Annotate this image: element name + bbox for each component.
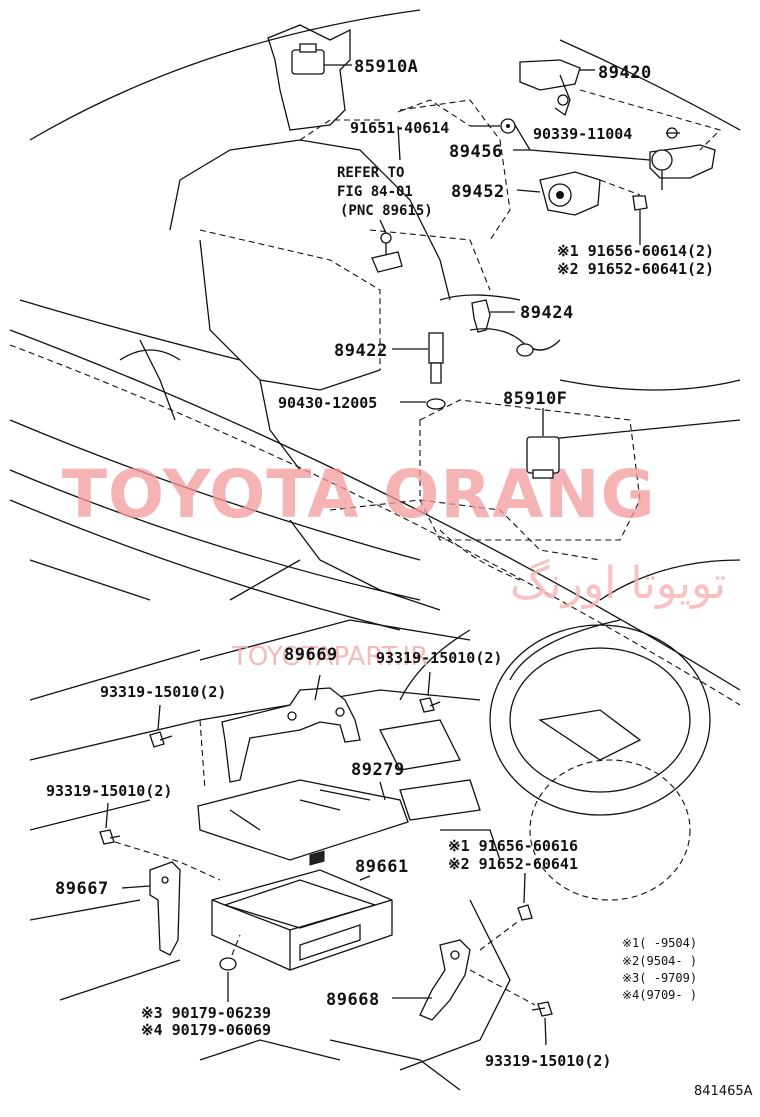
refer-note-line2: FIG 84-01	[337, 184, 413, 200]
legend-line3: ※3( -9709)	[622, 971, 697, 985]
labels: 85910A 89420 91651-40614 90339-11004 894…	[46, 57, 753, 1099]
bracket-89667-part	[149, 861, 181, 956]
washer-90430-part	[426, 398, 446, 410]
figure-id: 841465A	[694, 1084, 753, 1099]
assembly-lines	[114, 89, 722, 1006]
label-89420: 89420	[598, 63, 652, 83]
ecu-89661-part	[211, 869, 393, 971]
label-91656-60616: ※1 91656-60616	[448, 837, 578, 855]
upper-parts	[267, 24, 716, 479]
label-85910f: 85910F	[503, 389, 567, 409]
refer-note-line3: (PNC 89615)	[340, 203, 433, 219]
watermark-brand: TOYOTA ORANG	[62, 456, 656, 533]
relay-85910f-part	[526, 436, 560, 474]
bracket-89669-part	[221, 687, 361, 783]
label-90179-06239: ※3 90179-06239	[141, 1004, 271, 1022]
sensor-89424-part	[471, 299, 491, 333]
label-93319-15010-top: 93319-15010(2)	[376, 649, 502, 667]
label-91651-40614: 91651-40614	[350, 119, 449, 137]
label-91652-60641: ※2 91652-60641(2)	[557, 260, 714, 278]
vehicle-outline	[9, 9, 741, 1091]
bolt-93319-c-part	[99, 829, 115, 845]
relay-85910a-part	[291, 49, 325, 75]
relay-bracket	[267, 24, 351, 131]
refer-note-line1: REFER TO	[337, 165, 404, 181]
label-89424: 89424	[520, 303, 574, 323]
watermark-site: TOYOTAPART.IR	[231, 642, 428, 672]
label-90179-06069: ※4 90179-06069	[141, 1021, 271, 1039]
bolt-91656-part	[517, 904, 533, 921]
bolt-93319-a-part	[149, 731, 165, 748]
label-89668: 89668	[326, 990, 380, 1010]
label-89422: 89422	[334, 341, 388, 361]
label-90339-11004: 90339-11004	[533, 125, 632, 143]
legend-line1: ※1( -9504)	[622, 936, 697, 950]
label-89456: 89456	[449, 142, 503, 162]
label-89669: 89669	[284, 645, 338, 665]
sensor-89420-part	[519, 59, 581, 91]
label-89661: 89661	[355, 857, 409, 877]
bolt-93319-b-part	[419, 697, 435, 713]
sensor-89615-part	[371, 251, 403, 273]
bolt-93319-d-part	[537, 1001, 553, 1017]
legend-line2: ※2(9504- )	[622, 954, 697, 968]
label-89279: 89279	[351, 760, 405, 780]
lower-parts	[99, 687, 553, 1021]
watermark-persian: تویوتا اورنگ	[510, 558, 726, 609]
nut-90179-part	[219, 957, 237, 971]
label-93319-15010-mid: 93319-15010(2)	[46, 782, 172, 800]
bracket-89668-part	[419, 939, 471, 1021]
label-85910a: 85910A	[354, 57, 418, 77]
label-90430-12005: 90430-12005	[278, 394, 377, 412]
label-91652-60641-lower: ※2 91652-60641	[448, 855, 578, 873]
label-93319-15010-bottom: 93319-15010(2)	[485, 1052, 611, 1070]
label-91656-60614: ※1 91656-60614(2)	[557, 242, 714, 260]
leader-lines	[105, 64, 680, 1046]
label-93319-15010-left: 93319-15010(2)	[100, 683, 226, 701]
label-89667: 89667	[55, 879, 109, 899]
legend-line4: ※4(9709- )	[622, 988, 697, 1002]
watermark: TOYOTA ORANG تویوتا اورنگ TOYOTAPART.IR	[62, 456, 726, 672]
label-89452: 89452	[451, 182, 505, 202]
plate-89279-part	[197, 779, 409, 861]
sensor-89422-part	[428, 332, 444, 364]
